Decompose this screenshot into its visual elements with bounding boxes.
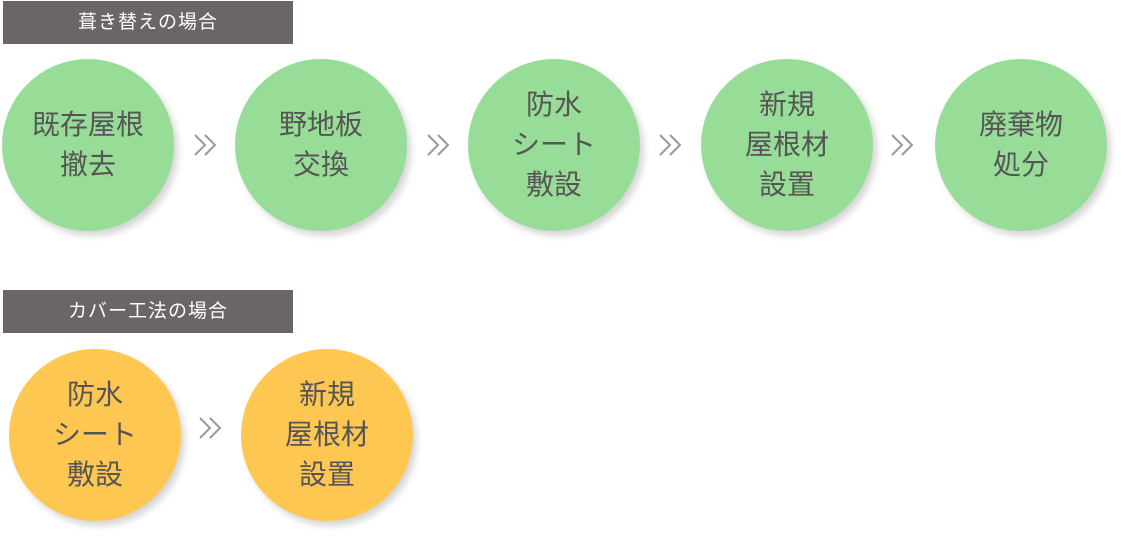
step-label: 既存屋根 撤去 xyxy=(31,108,144,181)
step-label: 廃棄物 処分 xyxy=(978,108,1063,181)
double-chevron-right-icon xyxy=(888,131,918,159)
step-install-new-roofing: 新規 屋根材 設置 xyxy=(701,59,873,231)
step-install-waterproof-sheet: 防水 シート 敷設 xyxy=(468,59,640,231)
step-label: 野地板 交換 xyxy=(278,108,363,181)
double-chevron-right-icon xyxy=(424,131,454,159)
double-chevron-right-icon xyxy=(656,131,686,159)
step-label: 防水 シート 敷設 xyxy=(511,88,596,201)
section-title: 葺き替えの場合 xyxy=(3,1,293,44)
double-chevron-right-icon xyxy=(191,131,221,159)
section-title: カバー工法の場合 xyxy=(3,290,293,333)
step-install-waterproof-sheet: 防水 シート 敷設 xyxy=(9,349,181,521)
step-label: 防水 シート 敷設 xyxy=(52,378,137,491)
step-label: 新規 屋根材 設置 xyxy=(284,378,369,491)
step-replace-sheathing: 野地板 交換 xyxy=(235,59,407,231)
step-label: 新規 屋根材 設置 xyxy=(744,88,829,201)
step-waste-disposal: 廃棄物 処分 xyxy=(935,59,1107,231)
step-remove-existing-roof: 既存屋根 撤去 xyxy=(2,59,174,231)
step-install-new-roofing: 新規 屋根材 設置 xyxy=(241,349,413,521)
double-chevron-right-icon xyxy=(196,414,226,442)
